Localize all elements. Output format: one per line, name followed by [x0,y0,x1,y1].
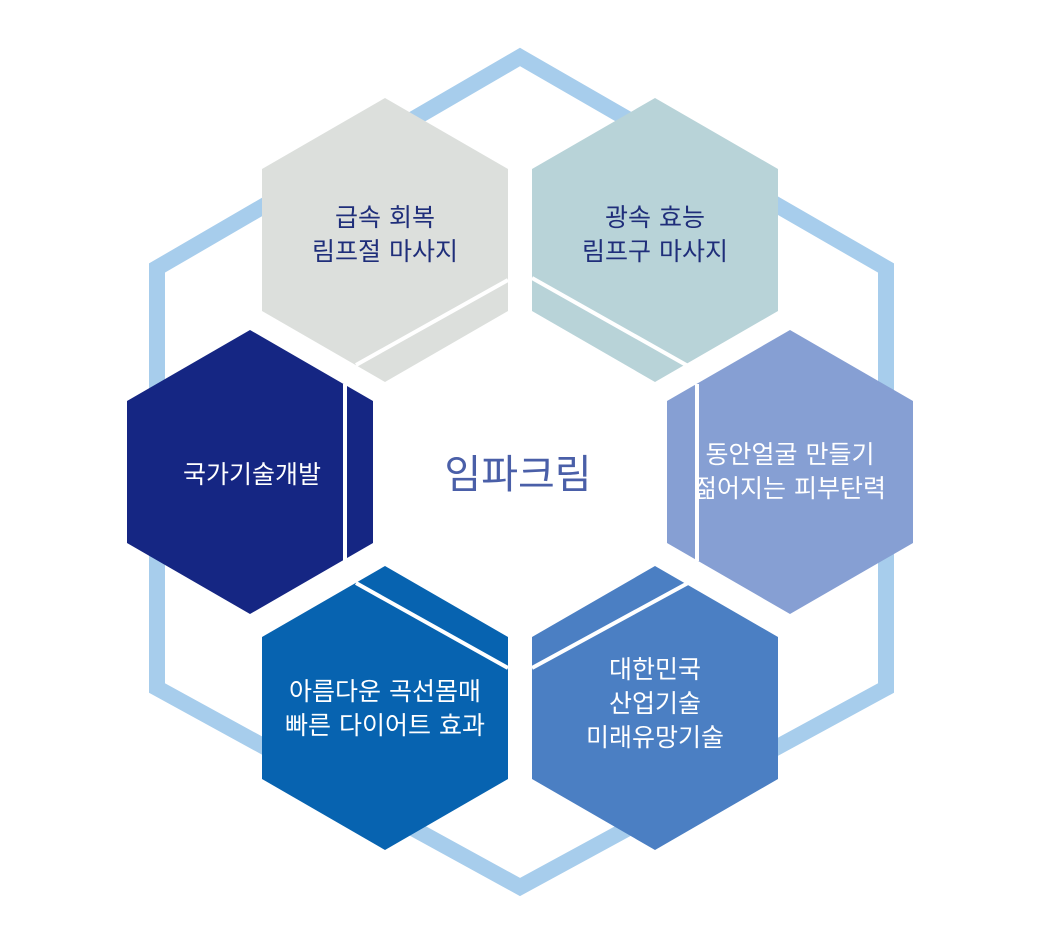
hex-top-left-label-line: 림프절 마사지 [312,237,458,266]
outer-hexagon-ring [149,47,894,897]
hex-bottom-right-label-line: 대한민국 [609,655,701,684]
hex-top-left-divider [355,278,509,367]
hex-bottom-left-label-line: 아름다운 곡선몸매 [289,677,481,706]
hex-top-right-label-line: 림프구 마사지 [582,237,728,266]
hex-bottom-left-shape [262,566,508,850]
hex-left-shape [127,330,373,614]
hex-top-right-label-line: 광속 효능 [605,203,705,232]
hex-right-shape [667,330,913,614]
hex-left-label-line: 국가기술개발 [183,460,321,489]
hex-bottom-right-label-line: 미래유망기술 [586,723,724,752]
hex-left: 국가기술개발 [127,330,373,614]
hex-bottom-left-divider [355,581,509,670]
hex-left-label: 국가기술개발 [183,460,321,489]
hex-right-label-line: 젊어지는 피부탄력 [694,474,886,503]
hex-top-left-label-line: 급속 회복 [335,203,435,232]
hex-bottom-right-shape [532,566,778,850]
hex-right-label-line: 동안얼굴 만들기 [706,440,875,469]
hex-top-right-divider [531,276,689,368]
hex-bottom-left-label-line: 빠른 다이어트 효과 [285,711,485,740]
center-label: 임파크림 [444,452,591,498]
hex-top-left-shape [262,98,508,382]
hex-bottom-right-label-line: 산업기술 [609,689,701,718]
hex-bottom-right-divider [531,581,689,670]
